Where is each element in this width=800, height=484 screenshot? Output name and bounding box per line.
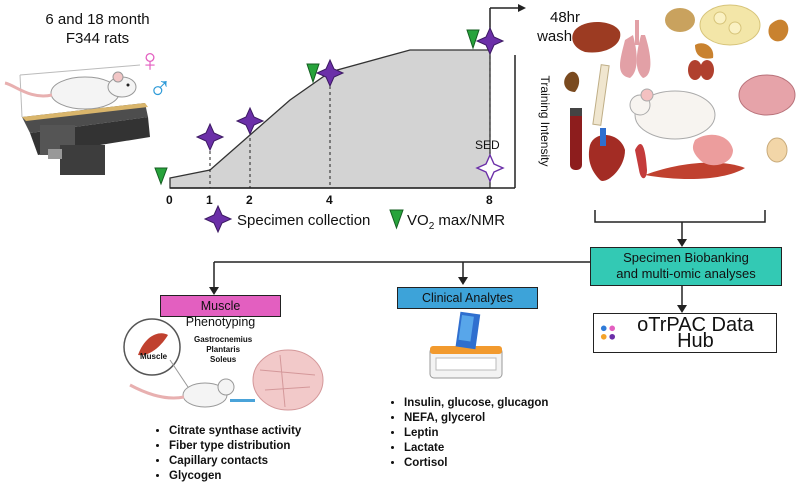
motrpac-label: oTrPAC Data Hub [637,314,754,352]
list-item: Fiber type distribution [169,439,301,454]
week-4-label: 4 [326,193,333,207]
rat-treadmill-illustration [4,64,150,175]
week-1-label: 1 [206,193,213,207]
list-item: Citrate synthase activity [169,424,301,439]
list-item: Cortisol [404,456,548,471]
muscle-phenotyping-illustration [123,318,324,411]
clinical-analytes-label: Clinical Analytes [397,287,538,309]
sed-label: SED [475,138,500,152]
list-item: Insulin, glucose, glucagon [404,396,548,411]
list-item: NEFA, glycerol [404,411,548,426]
week-2-label: 2 [246,193,253,207]
week-0-label: 0 [166,193,173,207]
legend-marker-icons [203,204,404,234]
list-item: Glycogen [169,469,301,484]
list-item: Leptin [404,426,548,441]
biobanking-box: Specimen Biobanking and multi-omic analy… [590,247,782,286]
clinical-analyzer-illustration [429,311,503,379]
week-8-label: 8 [486,193,493,207]
sed-specimen-marker-icon [475,153,505,183]
rats-title: 6 and 18 month F344 rats [45,11,150,47]
clinical-analytes-list: Insulin, glucose, glucagon NEFA, glycero… [390,396,548,471]
specimen-marker-icon [195,26,505,152]
training-chart [154,4,526,234]
motrpac-logo-icon [600,325,616,340]
list-item: Capillary contacts [169,454,301,469]
list-item: Lactate [404,441,548,456]
organ-collage-illustration [564,4,796,181]
muscle-phenotyping-list: Citrate synthase activity Fiber type dis… [155,424,301,484]
motrpac-data-hub: oTrPAC Data Hub [593,313,777,353]
male-symbol-icon: ♂ [148,70,172,106]
legend-vo2: VO2 max/NMR [407,212,506,232]
female-symbol-icon: ♀ [138,42,162,78]
muscle-phenotyping-label: Muscle Phenotyping [160,295,281,329]
legend-specimen-collection: Specimen collection [237,212,371,229]
muscle-list: Gastrocnemius Plantaris Soleus [194,335,253,364]
muscle-diagram-label: Muscle [140,352,168,361]
